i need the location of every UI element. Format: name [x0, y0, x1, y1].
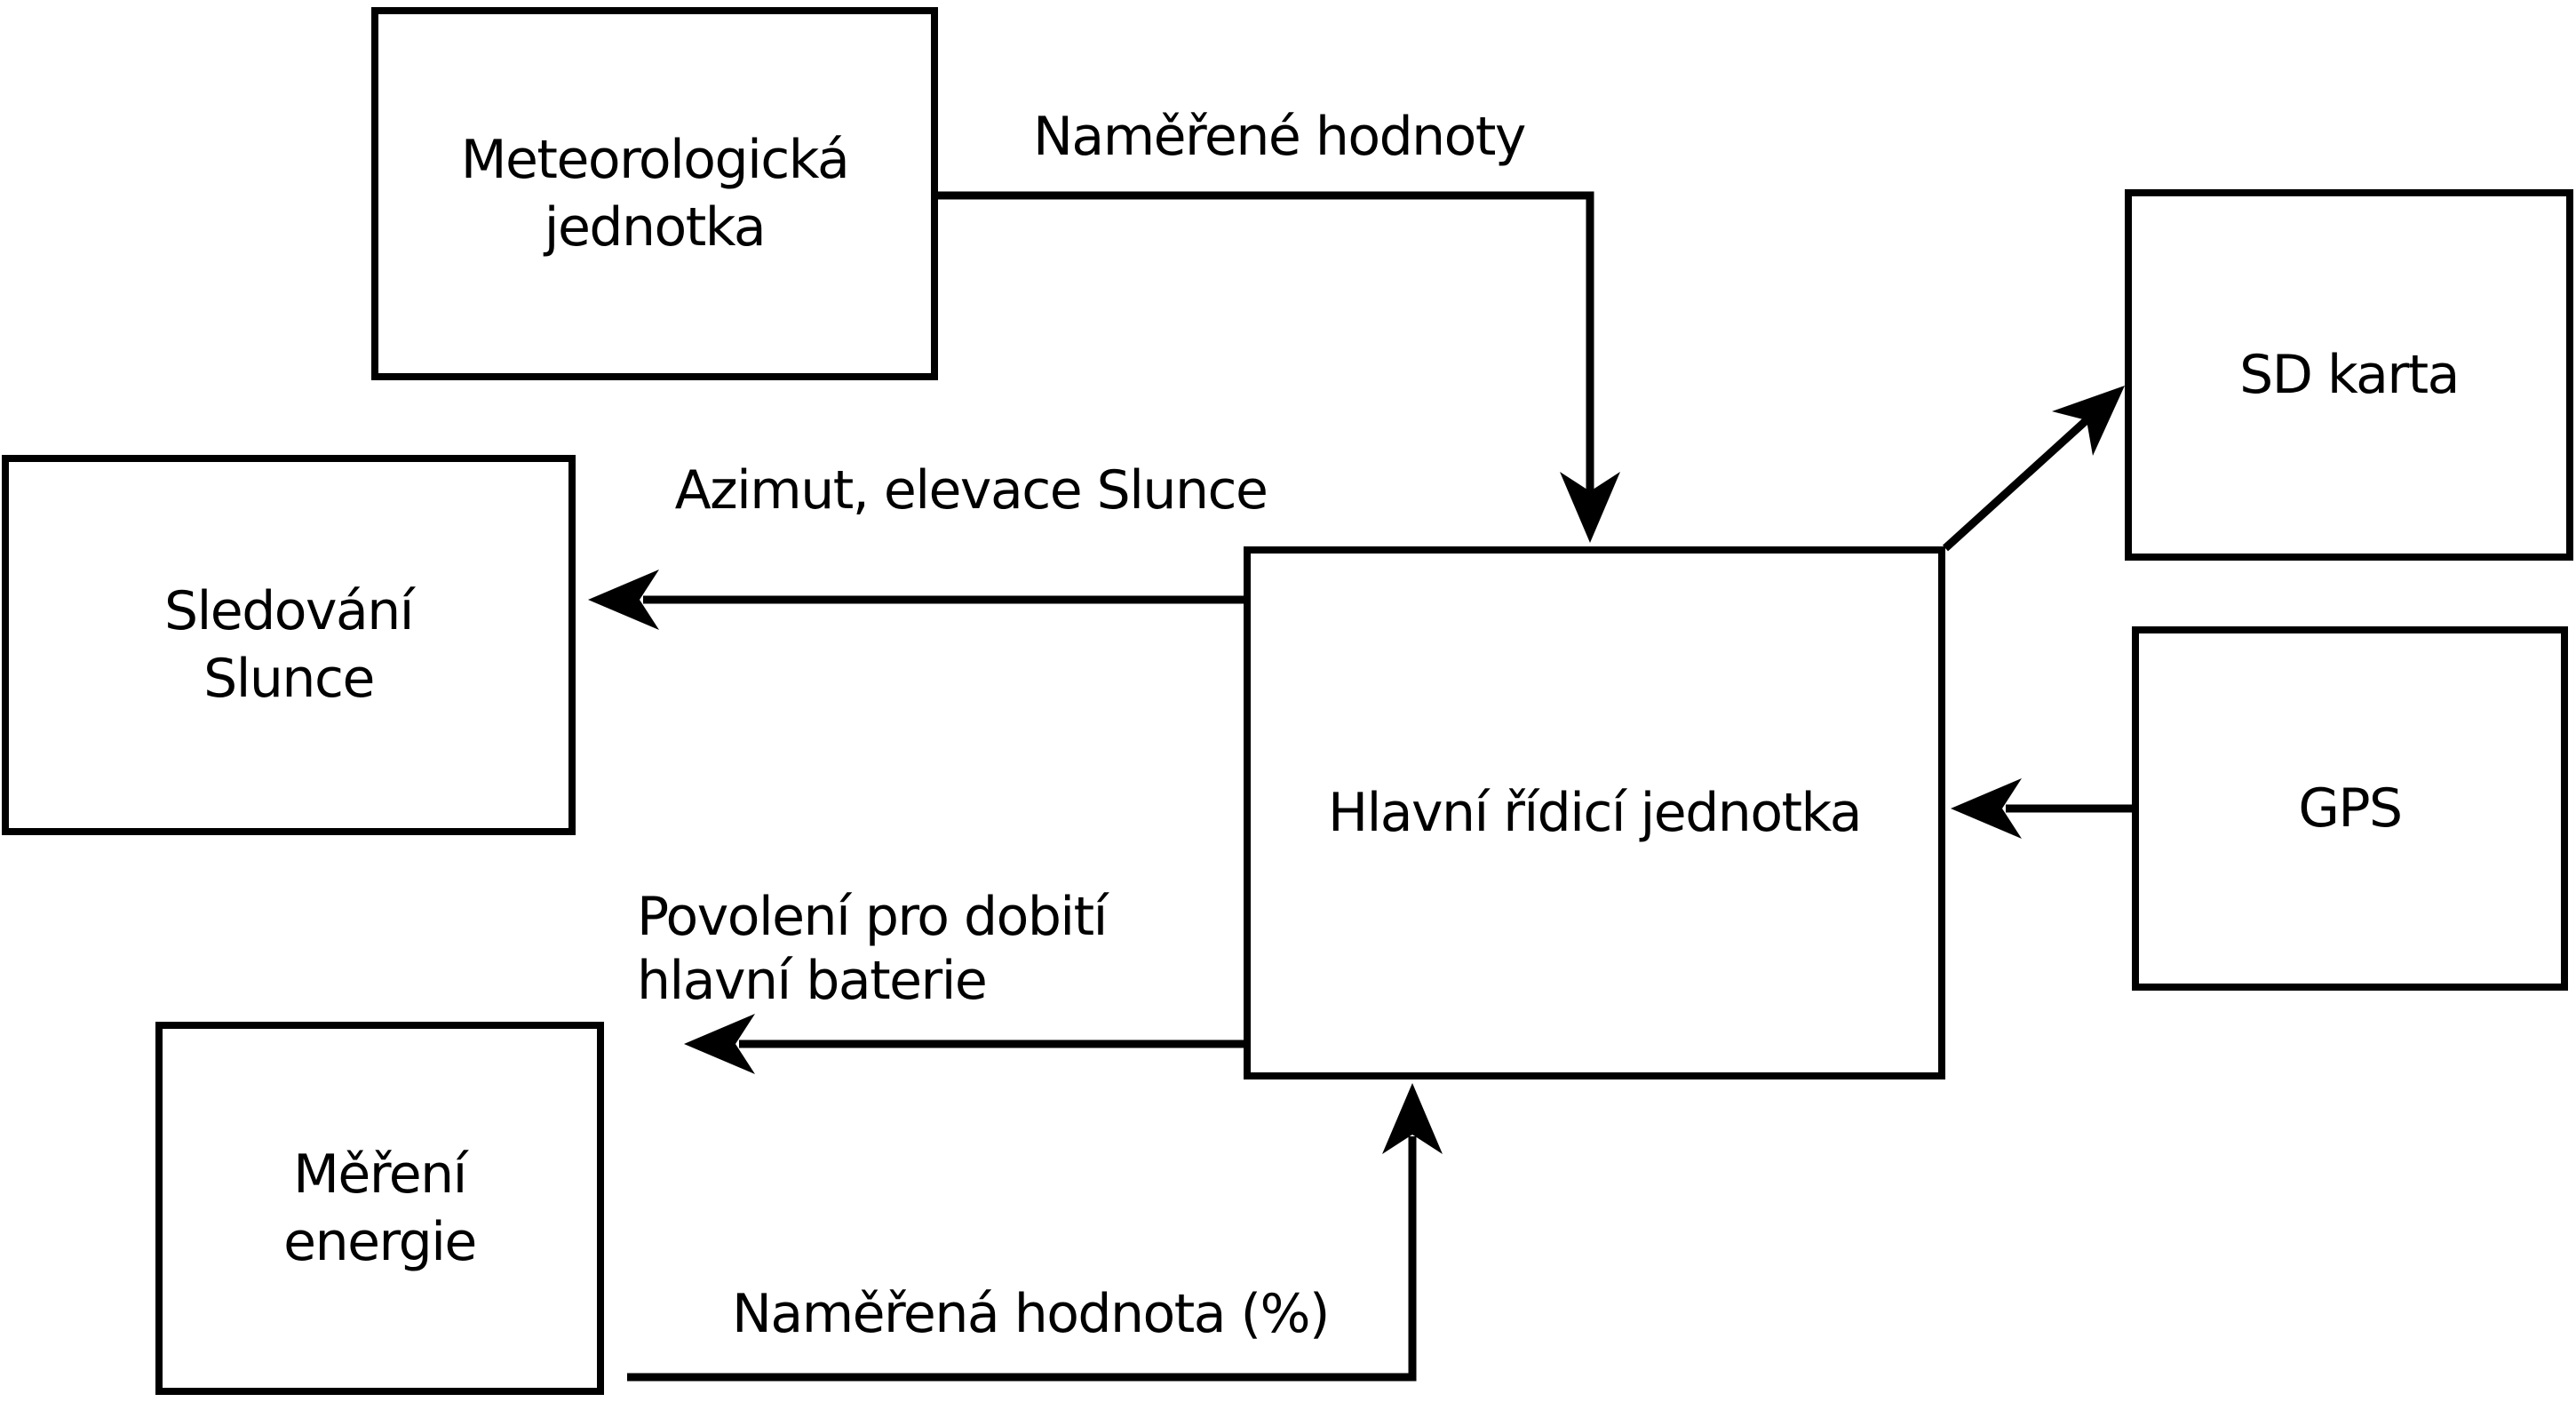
- node-gps: GPS: [2132, 626, 2568, 991]
- node-sledovani-slunce: Sledování Slunce: [2, 455, 576, 835]
- node-sd-karta: SD karta: [2125, 189, 2573, 561]
- arrow-gps: [1951, 778, 2132, 839]
- edge-label-namerene-hodnoty: Naměřené hodnoty: [1033, 106, 1526, 168]
- node-mereni-energie: Měření energie: [155, 1022, 604, 1395]
- arrow-sd-karta: [1942, 386, 2125, 552]
- arrow-namerene-hodnoty: [938, 191, 1620, 543]
- node-meteorologicka-jednotka: Meteorologická jednotka: [371, 7, 938, 380]
- edge-label-azimut-elevace: Azimut, elevace Slunce: [674, 459, 1268, 522]
- edge-label-namerena-hodnota: Naměřená hodnota (%): [732, 1283, 1330, 1345]
- edge-label-povoleni: Povolení pro dobití hlavní baterie: [637, 886, 1108, 1012]
- arrow-azimut-elevace: [588, 570, 1244, 630]
- arrow-namerena-hodnota: [627, 1083, 1443, 1382]
- node-hlavni-ridici-jednotka: Hlavní řídicí jednotka: [1244, 546, 1945, 1079]
- arrow-povoleni: [684, 1014, 1244, 1074]
